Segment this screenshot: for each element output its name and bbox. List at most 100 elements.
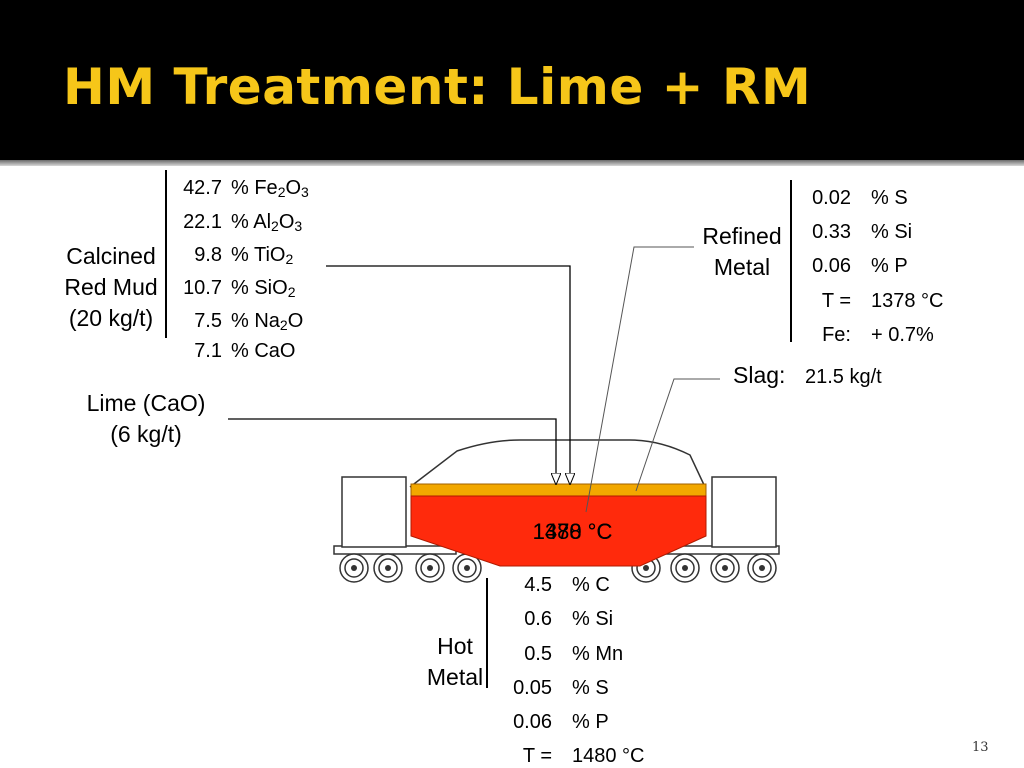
formula-part-sub1: 2 xyxy=(287,284,296,300)
hot-metal-bracket-line xyxy=(486,578,488,688)
row-value: 7.1 xyxy=(194,340,222,362)
row-unit: % Na2O xyxy=(231,309,303,333)
refined-metal-row: 0.33 % Si xyxy=(800,220,912,244)
row-unit: % S xyxy=(572,677,609,699)
lime-label: Lime (CaO) (6 kg/t) xyxy=(86,390,206,447)
wheel xyxy=(710,553,740,583)
vessel-dome xyxy=(409,439,706,488)
row-spacer xyxy=(222,309,231,333)
refined-metal-row: T = 1378 °C xyxy=(800,289,944,313)
torpedo-car xyxy=(333,439,780,583)
red-mud-bracket-line xyxy=(165,170,167,338)
wheel xyxy=(339,553,369,583)
row-value: 0.05 xyxy=(513,677,552,699)
formula-part-mid: O xyxy=(285,177,302,199)
formula-part-sub1: 2 xyxy=(277,184,286,200)
title-bar-divider xyxy=(0,160,1024,166)
wheel xyxy=(373,553,403,583)
row-spacer xyxy=(851,254,871,278)
row-value: 42.7 xyxy=(183,177,222,199)
formula-part-sub1: 2 xyxy=(285,251,294,267)
row-spacer xyxy=(222,176,231,200)
row-value: 0.33 xyxy=(812,221,851,243)
red-mud-row: 7.1% CaO xyxy=(170,339,295,363)
row-spacer xyxy=(222,210,231,234)
formula-part-mid: O xyxy=(287,310,304,332)
row-unit: % P xyxy=(871,255,908,277)
row-unit: % C xyxy=(572,574,610,596)
wheel xyxy=(415,553,445,583)
red-mud-row: 10.7 % SiO2 xyxy=(170,276,295,300)
formula-part-sub1: 2 xyxy=(271,218,279,234)
hot-metal-row: 0.05 % S xyxy=(496,676,609,700)
refined-metal-row: 0.06 % P xyxy=(800,254,908,278)
row-unit: % Fe2O3 xyxy=(231,176,309,200)
red-mud-arrow xyxy=(326,265,570,484)
row-spacer xyxy=(222,276,231,300)
row-value: 22.1 xyxy=(183,211,222,233)
title-bar xyxy=(0,0,1024,160)
row-spacer xyxy=(851,323,871,347)
row-value: 9.8 xyxy=(194,244,222,266)
row-value: T = xyxy=(522,745,552,767)
refined-metal-row: 0.02 % S xyxy=(800,186,908,210)
row-unit: 1480 °C xyxy=(572,745,645,767)
row-unit: % SiO2 xyxy=(231,276,295,300)
row-spacer xyxy=(222,339,231,363)
row-value: 10.7 xyxy=(183,277,222,299)
formula-part-pre: % TiO xyxy=(231,244,286,266)
formula-part-sub2: 3 xyxy=(301,184,309,200)
right-bogie-housing xyxy=(711,476,777,548)
hot-metal-label: Hot Metal xyxy=(426,633,484,690)
red-mud-row: 7.5 % Na2O xyxy=(170,309,303,333)
row-value: 0.06 xyxy=(812,255,851,277)
row-unit: % Al2O3 xyxy=(231,210,302,234)
slag-layer xyxy=(410,483,707,497)
row-unit: + 0.7% xyxy=(871,324,934,346)
row-spacer xyxy=(552,676,572,700)
row-value: Fe: xyxy=(822,324,851,346)
molten-metal xyxy=(410,495,707,567)
ladle-temperature: 1378 °C xyxy=(532,519,613,544)
left-bogie-housing xyxy=(341,476,407,548)
row-unit: % Mn xyxy=(572,643,624,665)
row-value: 0.6 xyxy=(524,608,552,630)
row-unit: % P xyxy=(572,711,609,733)
row-unit: % Si xyxy=(871,221,913,243)
row-unit: % TiO2 xyxy=(231,243,293,267)
formula-part-mid: O xyxy=(278,211,295,233)
wheel xyxy=(670,553,700,583)
hot-metal-row: 0.5 % Mn xyxy=(496,642,623,666)
row-spacer xyxy=(851,186,871,210)
slag-pointer xyxy=(635,378,720,492)
row-value: 0.02 xyxy=(812,187,851,209)
row-value: T = xyxy=(821,290,851,312)
row-value: 0.5 xyxy=(524,643,552,665)
page-number: 13 xyxy=(972,740,989,755)
row-spacer xyxy=(851,289,871,313)
formula-part-pre: % Na xyxy=(231,310,280,332)
row-spacer xyxy=(552,642,572,666)
formula-part-pre: % SiO xyxy=(231,277,288,299)
refined-metal-row: Fe: + 0.7% xyxy=(800,323,934,347)
row-value: 4.5 xyxy=(524,574,552,596)
red-mud-row: 9.8 % TiO2 xyxy=(170,243,293,267)
hot-metal-row: 0.06% P xyxy=(496,710,609,734)
row-spacer xyxy=(552,607,572,631)
formula-part-pre: % Al xyxy=(231,211,272,233)
row-value: 7.5 xyxy=(194,310,222,332)
formula-part-sub1: 2 xyxy=(279,317,288,333)
ladle-temperature: 1480 °C xyxy=(532,519,613,544)
formula-part-pre: % Fe xyxy=(231,177,278,199)
refined-metal-pointer xyxy=(585,246,694,513)
row-spacer xyxy=(552,573,572,597)
red-mud-row: 22.1 % Al2O3 xyxy=(170,210,302,234)
row-spacer xyxy=(851,220,871,244)
row-spacer xyxy=(222,243,231,267)
row-unit: % S xyxy=(871,187,908,209)
red-mud-label: Calcined Red Mud (20 kg/t) xyxy=(64,243,158,331)
row-spacer xyxy=(552,710,572,734)
refined-metal-bracket-line xyxy=(790,180,792,342)
row-unit: 1378 °C xyxy=(871,290,944,312)
